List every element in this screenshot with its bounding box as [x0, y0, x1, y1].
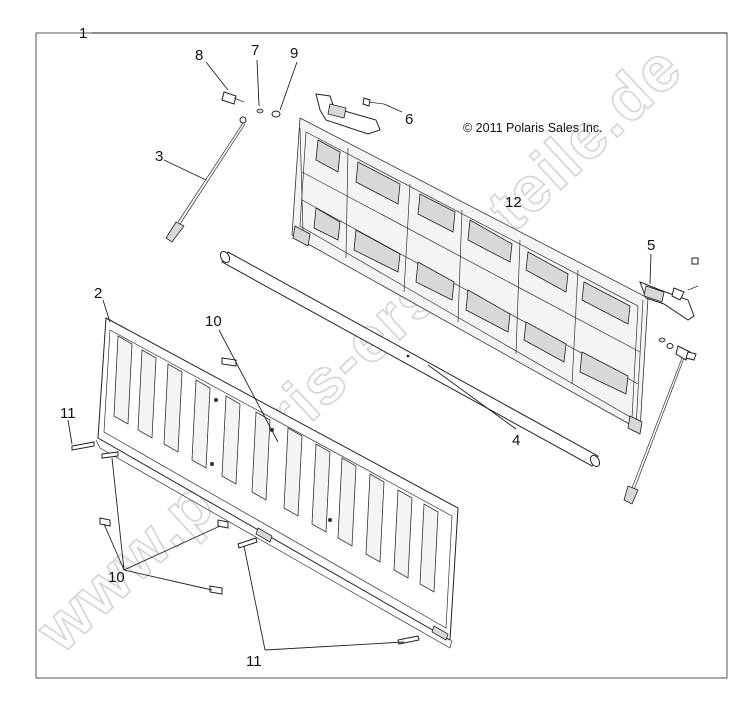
rivets-10-bottom [99, 517, 229, 595]
callout-7-label: 7 [251, 42, 259, 59]
callout-11-bottom: 11 [243, 545, 405, 670]
callout-3: 3 [155, 148, 207, 181]
right-latch [639, 257, 699, 321]
washer-7 [256, 108, 264, 114]
callout-6-label: 6 [405, 111, 413, 128]
callout-11-left-label: 11 [60, 405, 76, 422]
callout-3-label: 3 [155, 148, 163, 165]
callout-12-label: 12 [505, 194, 522, 211]
nut-9 [271, 110, 281, 118]
callout-2-label: 2 [94, 285, 102, 302]
callout-2: 2 [94, 285, 111, 323]
callout-11-bottom-label: 11 [246, 653, 262, 670]
copyright-text: © 2011 Polaris Sales Inc. [463, 121, 603, 135]
rivet-10-top [221, 357, 237, 367]
callout-5: 5 [647, 237, 655, 285]
callout-11-left: 11 [60, 405, 76, 445]
callout-8-label: 8 [195, 47, 203, 64]
callout-12: 12 [505, 194, 522, 211]
callout-5-label: 5 [647, 237, 655, 254]
callout-4: 4 [427, 364, 520, 449]
callout-10-bottom-label: 10 [108, 569, 125, 586]
outer-tailgate-panel [95, 317, 459, 649]
left-latch [315, 93, 385, 135]
callout-6: 6 [383, 103, 413, 128]
pins-11 [71, 441, 420, 645]
callout-9: 9 [279, 45, 298, 111]
callout-10-top: 10 [205, 313, 279, 443]
inner-tailgate-panel [291, 117, 649, 435]
callout-4-label: 4 [512, 432, 520, 449]
callout-9-label: 9 [290, 45, 298, 62]
left-cable [165, 116, 247, 243]
callout-1: 1 [79, 25, 727, 42]
callout-7: 7 [251, 42, 260, 107]
callout-1-label: 1 [79, 25, 87, 42]
callout-10-top-label: 10 [205, 313, 222, 330]
right-cable [623, 337, 697, 505]
panel-ribs [113, 335, 439, 593]
callout-10-bottom: 10 [103, 457, 221, 591]
callout-8: 8 [195, 47, 229, 91]
support-rod [219, 250, 601, 468]
bolt-8 [221, 91, 245, 105]
